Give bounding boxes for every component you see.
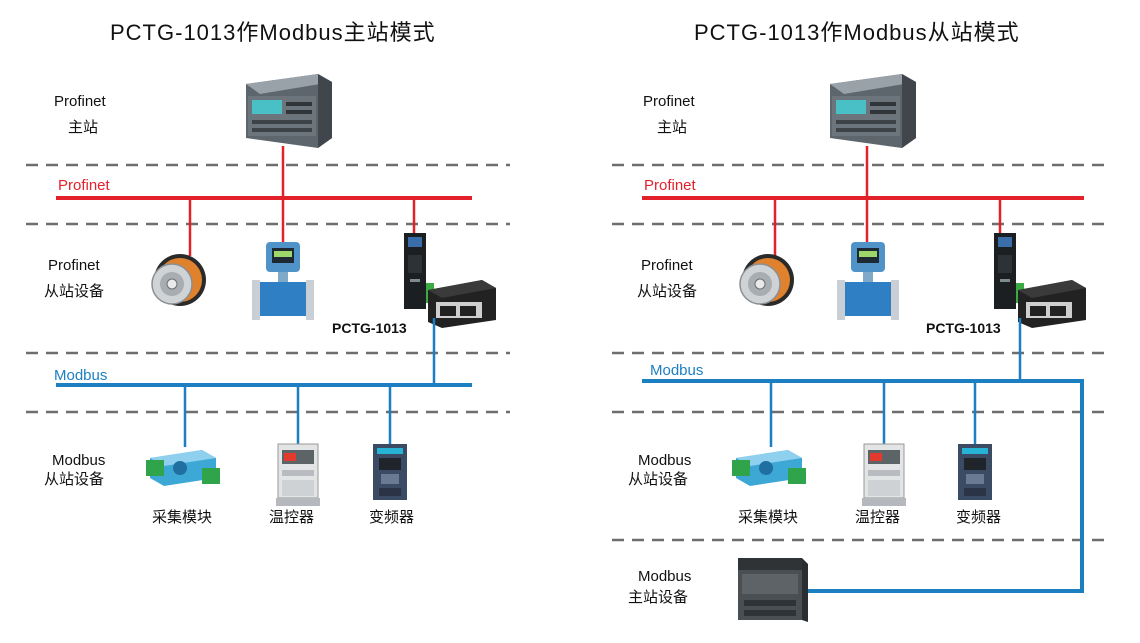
right-title: PCTG-1013作Modbus从站模式 — [694, 20, 1020, 45]
encoder-icon — [739, 253, 795, 307]
io-module-icon — [146, 450, 220, 486]
left-modbus-drops — [183, 385, 392, 447]
left-profinet-master-line2: 主站 — [68, 119, 98, 136]
inverter-icon — [373, 444, 407, 500]
switch-icon — [1018, 280, 1086, 328]
left-device-label-2: 温控器 — [269, 509, 314, 526]
right-profinet-bus-label: Profinet — [644, 177, 697, 194]
left-modbus-slaves-line1: Modbus — [52, 452, 105, 469]
right-profinet-slaves-line1: Profinet — [641, 257, 694, 274]
right-modbus-master-line2: 主站设备 — [628, 589, 688, 606]
right-separators — [612, 163, 1108, 542]
flowmeter-icon — [252, 242, 314, 320]
left-device-label-3: 变频器 — [369, 509, 414, 526]
encoder-icon — [151, 253, 207, 307]
switch-icon — [428, 280, 496, 328]
left-modbus-slaves-line2: 从站设备 — [44, 471, 104, 488]
right-profinet-master-line2: 主站 — [657, 119, 687, 136]
right-modbus-slaves-line1: Modbus — [638, 452, 691, 469]
right-device-label-2: 温控器 — [855, 509, 900, 526]
left-profinet-slaves-line1: Profinet — [48, 257, 101, 274]
temperature-controller-icon — [861, 443, 907, 507]
plc-icon — [830, 74, 916, 148]
right-profinet-master-line1: Profinet — [643, 93, 696, 110]
right-modbus-slaves-line2: 从站设备 — [628, 471, 688, 488]
left-modbus-bus-label: Modbus — [54, 367, 107, 384]
left-profinet-slaves-line2: 从站设备 — [44, 283, 104, 300]
left-profinet-drops — [188, 146, 416, 256]
left-device-label-1: 采集模块 — [152, 509, 212, 526]
left-gateway-label: PCTG-1013 — [332, 320, 407, 336]
right-modbus-bus-label: Modbus — [650, 362, 703, 379]
inverter-icon — [958, 444, 992, 500]
flowmeter-icon — [837, 242, 899, 320]
temperature-controller-icon — [275, 443, 321, 507]
right-modbus-bus — [642, 379, 1084, 593]
plc-icon — [246, 74, 332, 148]
right-device-label-3: 变频器 — [956, 509, 1001, 526]
left-separators — [26, 163, 510, 414]
right-gateway-label: PCTG-1013 — [926, 320, 1001, 336]
right-modbus-master-line1: Modbus — [638, 568, 691, 585]
right-profinet-drops — [773, 146, 1002, 256]
left-profinet-bus-label: Profinet — [58, 177, 111, 194]
plc-icon — [738, 558, 808, 622]
left-profinet-master-line1: Profinet — [54, 93, 107, 110]
left-title: PCTG-1013作Modbus主站模式 — [110, 20, 436, 45]
right-profinet-slaves-line2: 从站设备 — [637, 283, 697, 300]
right-device-label-1: 采集模块 — [738, 509, 798, 526]
io-module-icon — [732, 450, 806, 486]
right-modbus-drops — [769, 318, 1022, 447]
